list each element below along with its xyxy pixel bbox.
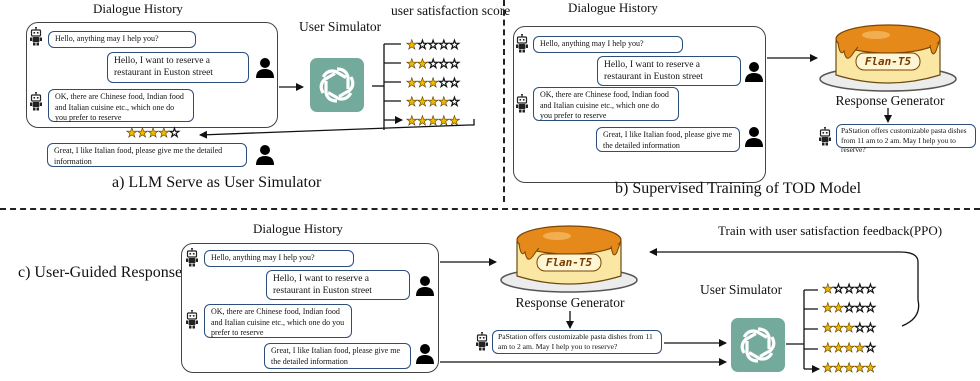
dialogue-history-title: Dialogue History [253,221,343,236]
response-generator-label: Response Generator [515,295,625,310]
rating-5-stars: ★★★★★ [406,114,461,129]
bracket-ticks [804,289,818,350]
openai-logo [731,318,785,372]
caption-a: a) LLM Serve as User Simulator [112,174,322,191]
bracket-ticks [384,43,401,102]
rating-2-stars: ★★☆☆☆ [822,301,877,316]
rating-3-stars: ★★★☆☆ [406,76,461,91]
rating-3-stars: ★★★☆☆ [822,321,877,336]
rating-2-stars: ★★☆☆☆ [406,57,461,72]
user-message: Great, I like Italian food, please give … [47,143,247,167]
rating-1-stars: ★☆☆☆☆ [406,38,461,53]
flan-t5-label: Flan-T5 [545,256,593,269]
user-simulator-label: User Simulator [700,282,783,297]
user-simulator-label: User Simulator [299,19,382,34]
response-generator-label: Response Generator [835,93,945,108]
rating-5-stars: ★★★★★ [822,361,877,376]
system-message: OK, there are Chinese food, Indian food … [48,89,194,122]
rating-4-stars: ★★★★☆ [822,341,877,356]
generated-response: PaStation offers customizable pasta dish… [836,124,976,154]
vertical-divider [503,0,505,202]
caption-b: b) Supervised Training of TOD Model [615,180,862,197]
system-message: Hello, anything may I help you? [533,36,683,53]
rating-1-stars: ★☆☆☆☆ [822,282,877,297]
satisfaction-score-label: user satisfaction score [391,3,511,18]
rating-4-stars: ★★★★☆ [406,95,461,110]
system-message: Hello, anything may I help you? [48,31,196,48]
dialogue-history-title: Dialogue History [568,0,658,15]
user-message: Hello, I want to reserve a restaurant in… [597,56,741,86]
ppo-feedback-label: Train with user satisfaction feedback(PP… [718,223,943,238]
flan-t5-label: Flan-T5 [864,55,912,68]
generated-response: PaStation offers customizable pasta dish… [492,330,662,354]
system-message: OK, there are Chinese food, Indian food … [533,87,679,121]
user-message: Hello, I want to reserve a restaurant in… [107,52,249,83]
user-message: Great, I like Italian food, please give … [264,343,411,369]
system-message: OK, there are Chinese food, Indian food … [204,304,352,338]
user-message: Great, I like Italian food, please give … [596,127,740,152]
arrow-rating-to-history [199,124,470,139]
user-message: Hello, I want to reserve a restaurant in… [266,270,410,300]
horizontal-divider [0,208,980,210]
system-message: Hello, anything may I help you? [204,250,354,267]
openai-logo [310,58,364,112]
arrow-ppo-feedback [649,248,920,327]
selected-rating-stars: ★★★★☆ [126,126,181,141]
dialogue-history-title: Dialogue History [93,1,183,16]
